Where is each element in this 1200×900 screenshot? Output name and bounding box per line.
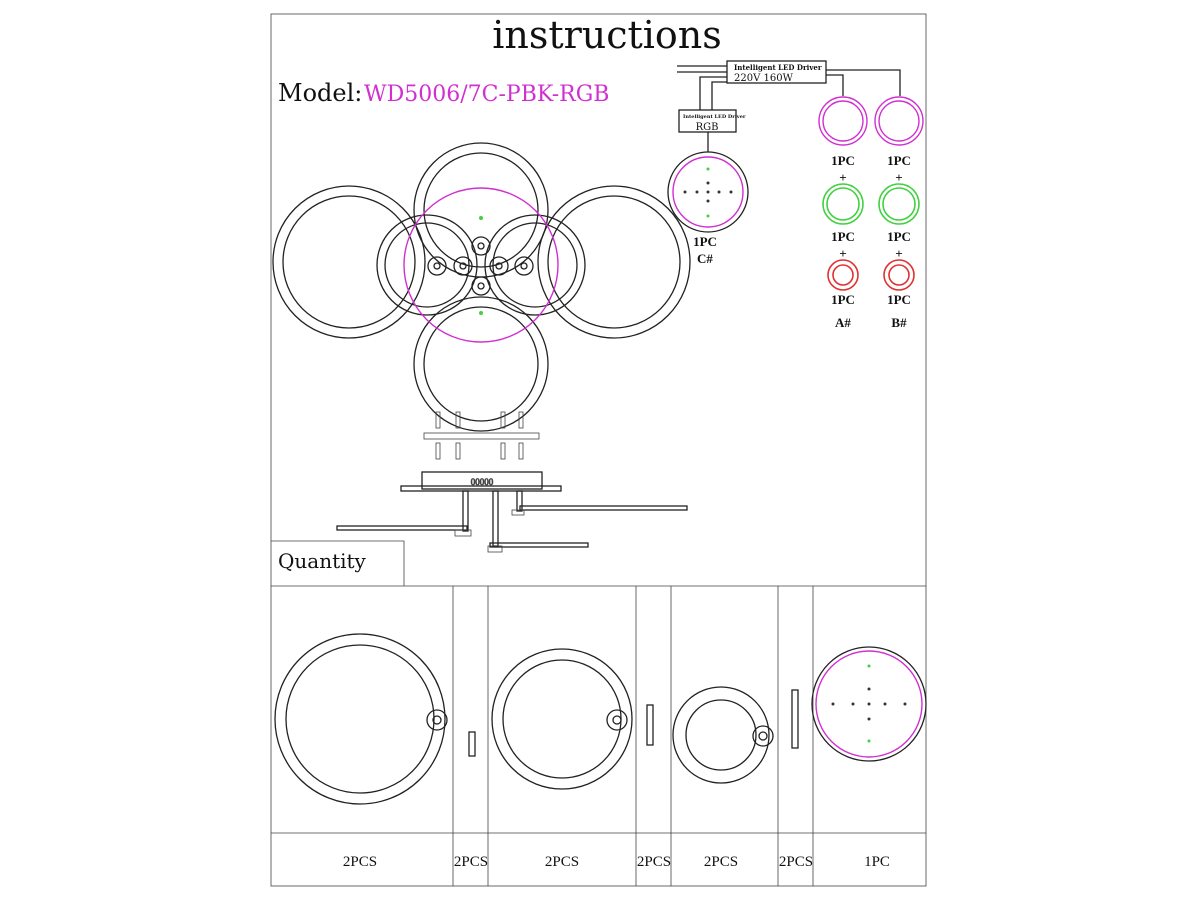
main-driver-box <box>726 60 827 84</box>
wiring-diagram: Intelligent LED Driver 220V 160W Intelli… <box>667 60 924 330</box>
rgb-driver-spec: RGB <box>696 122 719 133</box>
quantity-cell: 2PCS <box>704 854 738 870</box>
group-b-count-2: 1PC <box>887 229 911 244</box>
main-driver-spec: 220V 160W <box>734 73 794 84</box>
main-driver-title: Intelligent LED Driver <box>734 63 822 72</box>
quantity-cell: 2PCS <box>779 854 813 870</box>
quantity-cell: 1PC <box>864 854 890 870</box>
plus-sign: + <box>895 170 902 185</box>
plus-sign: + <box>839 246 846 261</box>
model-label: Model: <box>278 79 362 107</box>
center-rgb-ring <box>403 187 559 343</box>
model-number: WD5006/7C-PBK-RGB <box>364 82 609 107</box>
quantity-table: Quantity 2PCS 2PCS 2PCS 2PCS 2PCS 2PCS 1… <box>271 540 927 886</box>
quantity-cell: 2PCS <box>454 854 488 870</box>
group-b-count-1: 1PC <box>887 153 911 168</box>
group-a-count-3: 1PC <box>831 292 855 307</box>
rgb-driver-box <box>678 109 737 133</box>
group-a-count-1: 1PC <box>831 153 855 168</box>
page-border <box>270 13 927 887</box>
assembly-top-view <box>272 142 691 432</box>
plus-sign: + <box>839 170 846 185</box>
rgb-driver-title: Intelligent LED Driver <box>683 114 746 120</box>
group-a-count-2: 1PC <box>831 229 855 244</box>
group-a-code: A# <box>835 315 851 330</box>
side-view: 00000 <box>336 411 688 553</box>
svg-text:00000: 00000 <box>471 477 494 487</box>
quantity-cell: 2PCS <box>637 854 671 870</box>
plus-sign: + <box>895 246 902 261</box>
quantity-cell: 2PCS <box>545 854 579 870</box>
group-b-code: B# <box>891 315 907 330</box>
quantity-heading: Quantity <box>278 549 367 573</box>
page-title: instructions <box>492 13 722 57</box>
quantity-cell: 2PCS <box>343 854 377 870</box>
center-count: 1PC <box>693 234 717 249</box>
group-b-count-3: 1PC <box>887 292 911 307</box>
center-code: C# <box>697 251 713 266</box>
